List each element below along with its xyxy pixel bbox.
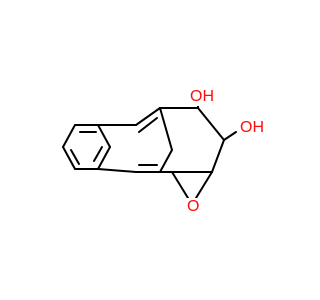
epoxide-o-label: O [187,198,199,215]
epoxide-o-label-group: O [186,198,200,216]
benzene-ring-left [62,124,111,170]
label-background [189,88,217,106]
label-background [186,198,200,216]
bond-inner [93,146,103,162]
benzene-ring-middle [97,107,173,173]
bond [159,149,173,173]
bond [135,107,161,126]
bond [171,171,189,199]
oh-right-label: OH [240,119,264,136]
molecule-drawing: OH OH O [62,88,266,216]
bond [97,168,137,173]
bond [97,124,111,148]
epoxide-ring [171,171,213,199]
label-background [238,119,266,137]
bond-inner [138,117,158,133]
oh-right-label-group: OH [238,119,266,137]
bond [62,146,76,170]
oh-top-label: OH [190,88,214,105]
bond [159,107,173,151]
bond [197,107,225,141]
bond [62,124,76,148]
bond [211,139,225,173]
oh-top-label-group: OH [189,88,217,106]
bond-inner [70,149,80,165]
bond [97,146,111,170]
structure-canvas: OH OH O [62,88,266,216]
bond [195,171,213,199]
bond-to-oh-right [223,131,237,141]
